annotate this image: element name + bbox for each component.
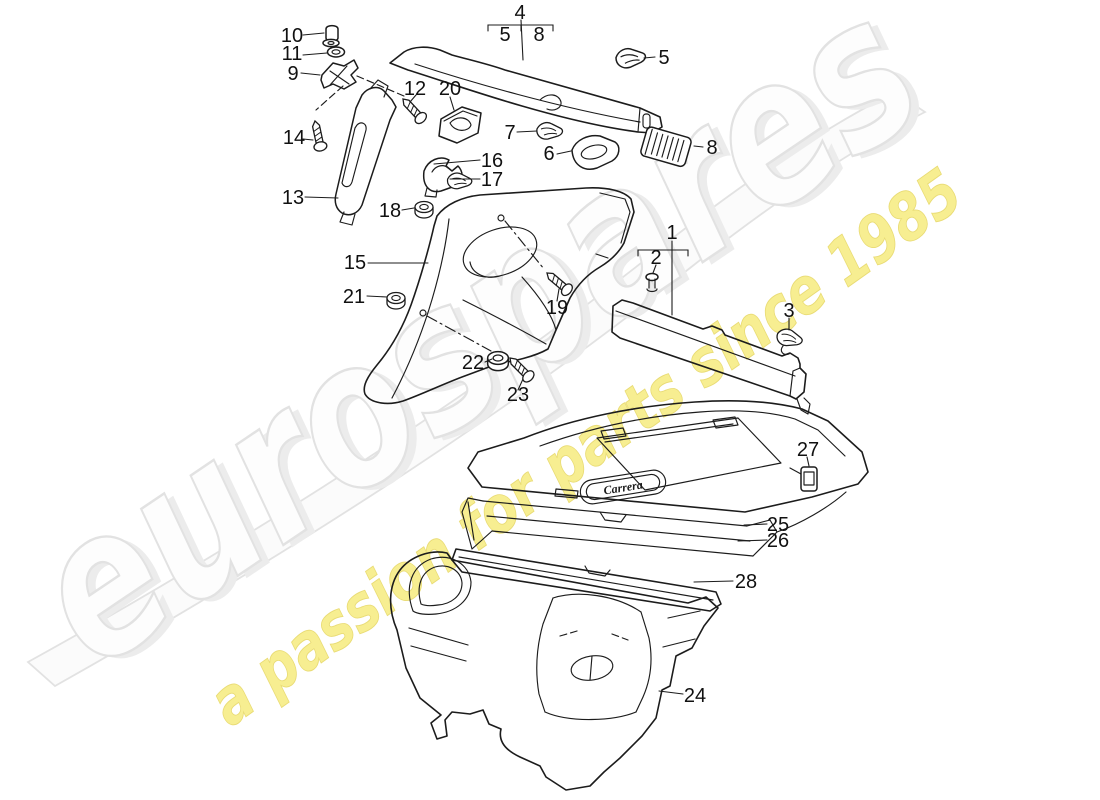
callout-9: 9 <box>287 63 298 85</box>
part-9-bracket <box>315 59 405 111</box>
callout-1: 1 <box>666 222 677 244</box>
callout-4-sub-5: 5 <box>499 24 510 46</box>
part-21-grommet <box>386 291 406 310</box>
part-27-clip <box>789 466 818 492</box>
callout-7: 7 <box>504 122 515 144</box>
callout-20: 20 <box>439 78 461 100</box>
part-25-parcel-shelf: Carrera <box>461 400 869 557</box>
part-6-trim-piece <box>571 134 620 170</box>
callout-23: 23 <box>507 384 529 406</box>
callout-5: 5 <box>658 47 669 69</box>
emblem-text: Carrera <box>603 478 644 498</box>
callout-11: 11 <box>282 43 303 65</box>
part-28-liner-band <box>451 548 722 612</box>
callout-6: 6 <box>543 143 554 165</box>
callout-12: 12 <box>404 78 426 100</box>
part-4-roof-rail-trim <box>389 46 663 134</box>
callout-21: 21 <box>343 286 365 308</box>
callout-26: 26 <box>767 530 789 552</box>
callout-14: 14 <box>283 127 305 149</box>
part-5-clip <box>614 45 648 70</box>
callout-3: 3 <box>783 300 794 322</box>
part-13-pillar-trim <box>334 79 397 226</box>
callout-4: 4 <box>514 2 525 24</box>
carrera-emblem: Carrera <box>579 469 667 505</box>
callout-13: 13 <box>282 187 304 209</box>
callout-15: 15 <box>344 252 366 274</box>
callout-28: 28 <box>735 571 757 593</box>
callout-25: 25 <box>767 514 789 536</box>
callout-27: 27 <box>797 439 819 461</box>
callout-16: 16 <box>481 150 503 172</box>
callout-17: 17 <box>481 169 503 191</box>
part-2-pin <box>645 272 659 293</box>
part-18-grommet <box>414 200 434 219</box>
part-20-cover <box>438 106 482 144</box>
watermark-swoosh <box>26 90 927 688</box>
part-1-rear-trim-strip <box>611 299 811 415</box>
part-22-grommet <box>486 350 510 372</box>
callout-labels: 10 11 9 12 20 4 5 8 5 7 6 8 14 16 17 13 … <box>281 2 819 707</box>
part-10-cap-nut <box>322 24 340 48</box>
callout-4-sub-8: 8 <box>533 24 544 46</box>
callout-8: 8 <box>706 137 717 159</box>
callout-18: 18 <box>379 200 401 222</box>
callout-2: 2 <box>650 247 661 269</box>
part-11-washer <box>326 46 346 58</box>
part-24-luggage-lining <box>389 551 719 791</box>
callout-22: 22 <box>462 352 484 374</box>
callout-24: 24 <box>684 685 706 707</box>
part-14-screw <box>307 118 329 153</box>
leader-lines <box>300 19 810 695</box>
callout-10: 10 <box>281 25 303 47</box>
part-8-speaker-grille <box>640 126 692 168</box>
part-17-clip <box>446 172 473 190</box>
part-3-clip <box>774 326 805 356</box>
callout-19: 19 <box>546 297 568 319</box>
